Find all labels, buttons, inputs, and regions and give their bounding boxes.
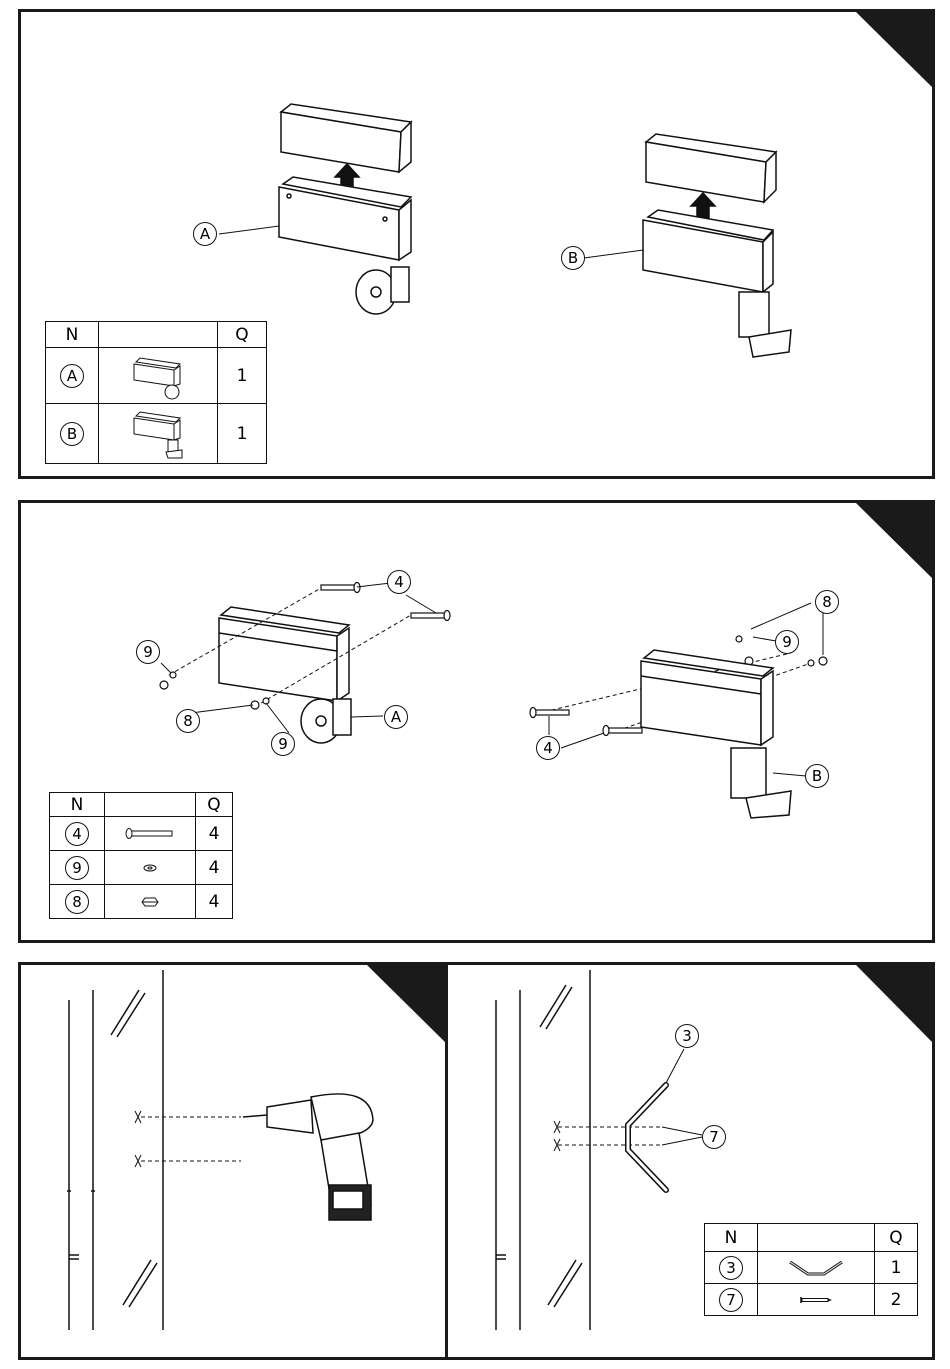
handle-icon (758, 1252, 875, 1284)
callout-a: A (384, 705, 408, 729)
wall-profile (496, 970, 590, 1330)
screw-icon (758, 1284, 875, 1316)
step-panel-4: 3 7 N Q 3 1 7 2 (445, 962, 935, 1360)
bracket-a-assembly-icon (219, 607, 351, 743)
bracket-a-icon (99, 348, 218, 404)
leader-lines (662, 1049, 702, 1145)
step-panel-3 (18, 962, 448, 1360)
col-q: Q (218, 322, 267, 348)
table-row: A 1 (46, 348, 267, 404)
callout-a: A (193, 222, 217, 246)
bracket-b-exploded-icon (643, 134, 791, 357)
step-corner-marker (856, 965, 935, 1045)
part-qty: 1 (875, 1252, 918, 1284)
callout-handle: 3 (675, 1024, 699, 1048)
part-qty: 4 (196, 885, 233, 919)
table-row: 3 1 (705, 1252, 918, 1284)
callout-bolt: 4 (387, 570, 411, 594)
bolt-icon (105, 817, 196, 851)
col-n: N (46, 322, 99, 348)
part-qty: 2 (875, 1284, 918, 1316)
step-panel-1: A B N Q A 1 B 1 (18, 9, 935, 479)
step-panel-2: 4 9 8 9 A 8 9 4 B N Q 4 4 9 4 8 4 (18, 500, 935, 943)
part-qty: 1 (218, 404, 267, 464)
drill-guide-lines (135, 1111, 241, 1167)
part-number: 4 (65, 822, 89, 846)
part-qty: 4 (196, 817, 233, 851)
washer-icon (105, 851, 196, 885)
callout-nut: 8 (815, 590, 839, 614)
step-corner-marker (856, 12, 935, 90)
part-qty: 1 (218, 348, 267, 404)
part-number: 3 (719, 1256, 743, 1280)
parts-table-1: N Q A 1 B 1 (45, 321, 267, 464)
nut-icon (105, 885, 196, 919)
handle-guide-lines (554, 1121, 660, 1151)
col-n: N (50, 793, 105, 817)
callout-b: B (805, 764, 829, 788)
callout-b: B (561, 246, 585, 270)
part-qty: 4 (196, 851, 233, 885)
col-img (758, 1224, 875, 1252)
col-img (99, 322, 218, 348)
bracket-a-exploded-icon (279, 104, 411, 314)
callout-screw: 7 (702, 1125, 726, 1149)
step-corner-marker (367, 965, 448, 1045)
wall-profile (67, 970, 163, 1330)
col-n: N (705, 1224, 758, 1252)
callout-washer: 9 (775, 630, 799, 654)
callout-nut: 8 (176, 709, 200, 733)
col-q: Q (196, 793, 233, 817)
part-number: 9 (65, 856, 89, 880)
handle-icon (628, 1085, 666, 1190)
step-corner-marker (856, 503, 935, 581)
col-q: Q (875, 1224, 918, 1252)
table-row: 7 2 (705, 1284, 918, 1316)
bracket-b-assembly-icon (641, 650, 791, 818)
parts-table-3: N Q 3 1 7 2 (704, 1223, 918, 1316)
callout-washer: 9 (136, 640, 160, 664)
part-number: 7 (719, 1288, 743, 1312)
table-row: 8 4 (50, 885, 233, 919)
col-img (105, 793, 196, 817)
drill-icon (243, 1094, 373, 1220)
parts-table-2: N Q 4 4 9 4 8 4 (49, 792, 233, 919)
part-number: A (60, 364, 84, 388)
bracket-b-icon (99, 404, 218, 464)
table-row: B 1 (46, 404, 267, 464)
callout-washer: 9 (271, 732, 295, 756)
table-row: 9 4 (50, 851, 233, 885)
part-number: 8 (65, 890, 89, 914)
part-number: B (60, 422, 84, 446)
table-row: 4 4 (50, 817, 233, 851)
callout-bolt: 4 (536, 736, 560, 760)
drilling-illustration (21, 965, 451, 1363)
